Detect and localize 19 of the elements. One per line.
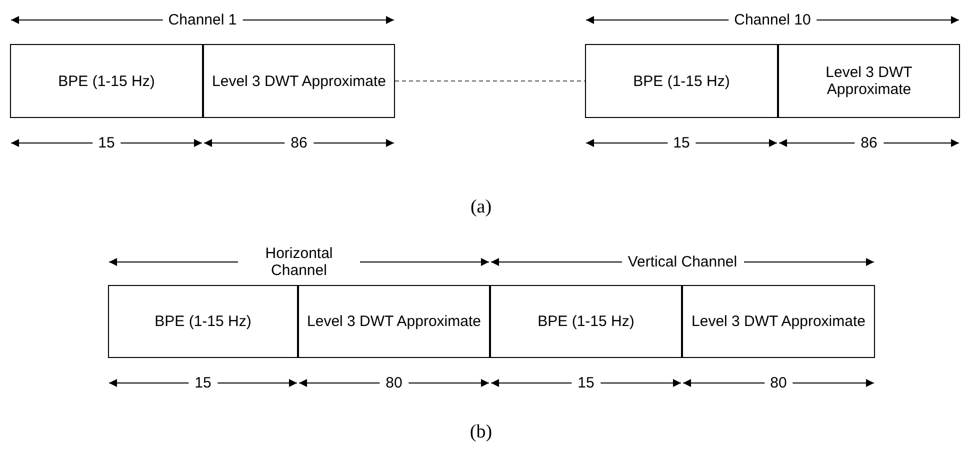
field-block <box>585 44 778 118</box>
block-label: BPE (1-15 Hz) <box>154 313 252 330</box>
block-label: Level 3 DWT Approximate <box>824 64 914 98</box>
field-block <box>203 44 395 118</box>
field-block <box>10 44 203 118</box>
field-block <box>490 285 682 358</box>
block-label: BPE (1-15 Hz) <box>536 313 636 330</box>
field-block <box>298 285 490 358</box>
panel-caption: (a) <box>469 198 493 216</box>
block-label: Level 3 DWT Approximate <box>690 313 866 330</box>
field-block <box>778 44 960 118</box>
block-label: BPE (1-15 Hz) <box>632 72 731 90</box>
dashed-connector <box>394 80 586 82</box>
field-block <box>682 285 875 358</box>
field-block <box>108 285 298 358</box>
panel-caption: (b) <box>468 424 494 440</box>
block-label: Level 3 DWT Approximate <box>306 313 482 330</box>
block-label: Level 3 DWT Approximate <box>211 72 387 90</box>
block-label: BPE (1-15 Hz) <box>57 72 156 90</box>
